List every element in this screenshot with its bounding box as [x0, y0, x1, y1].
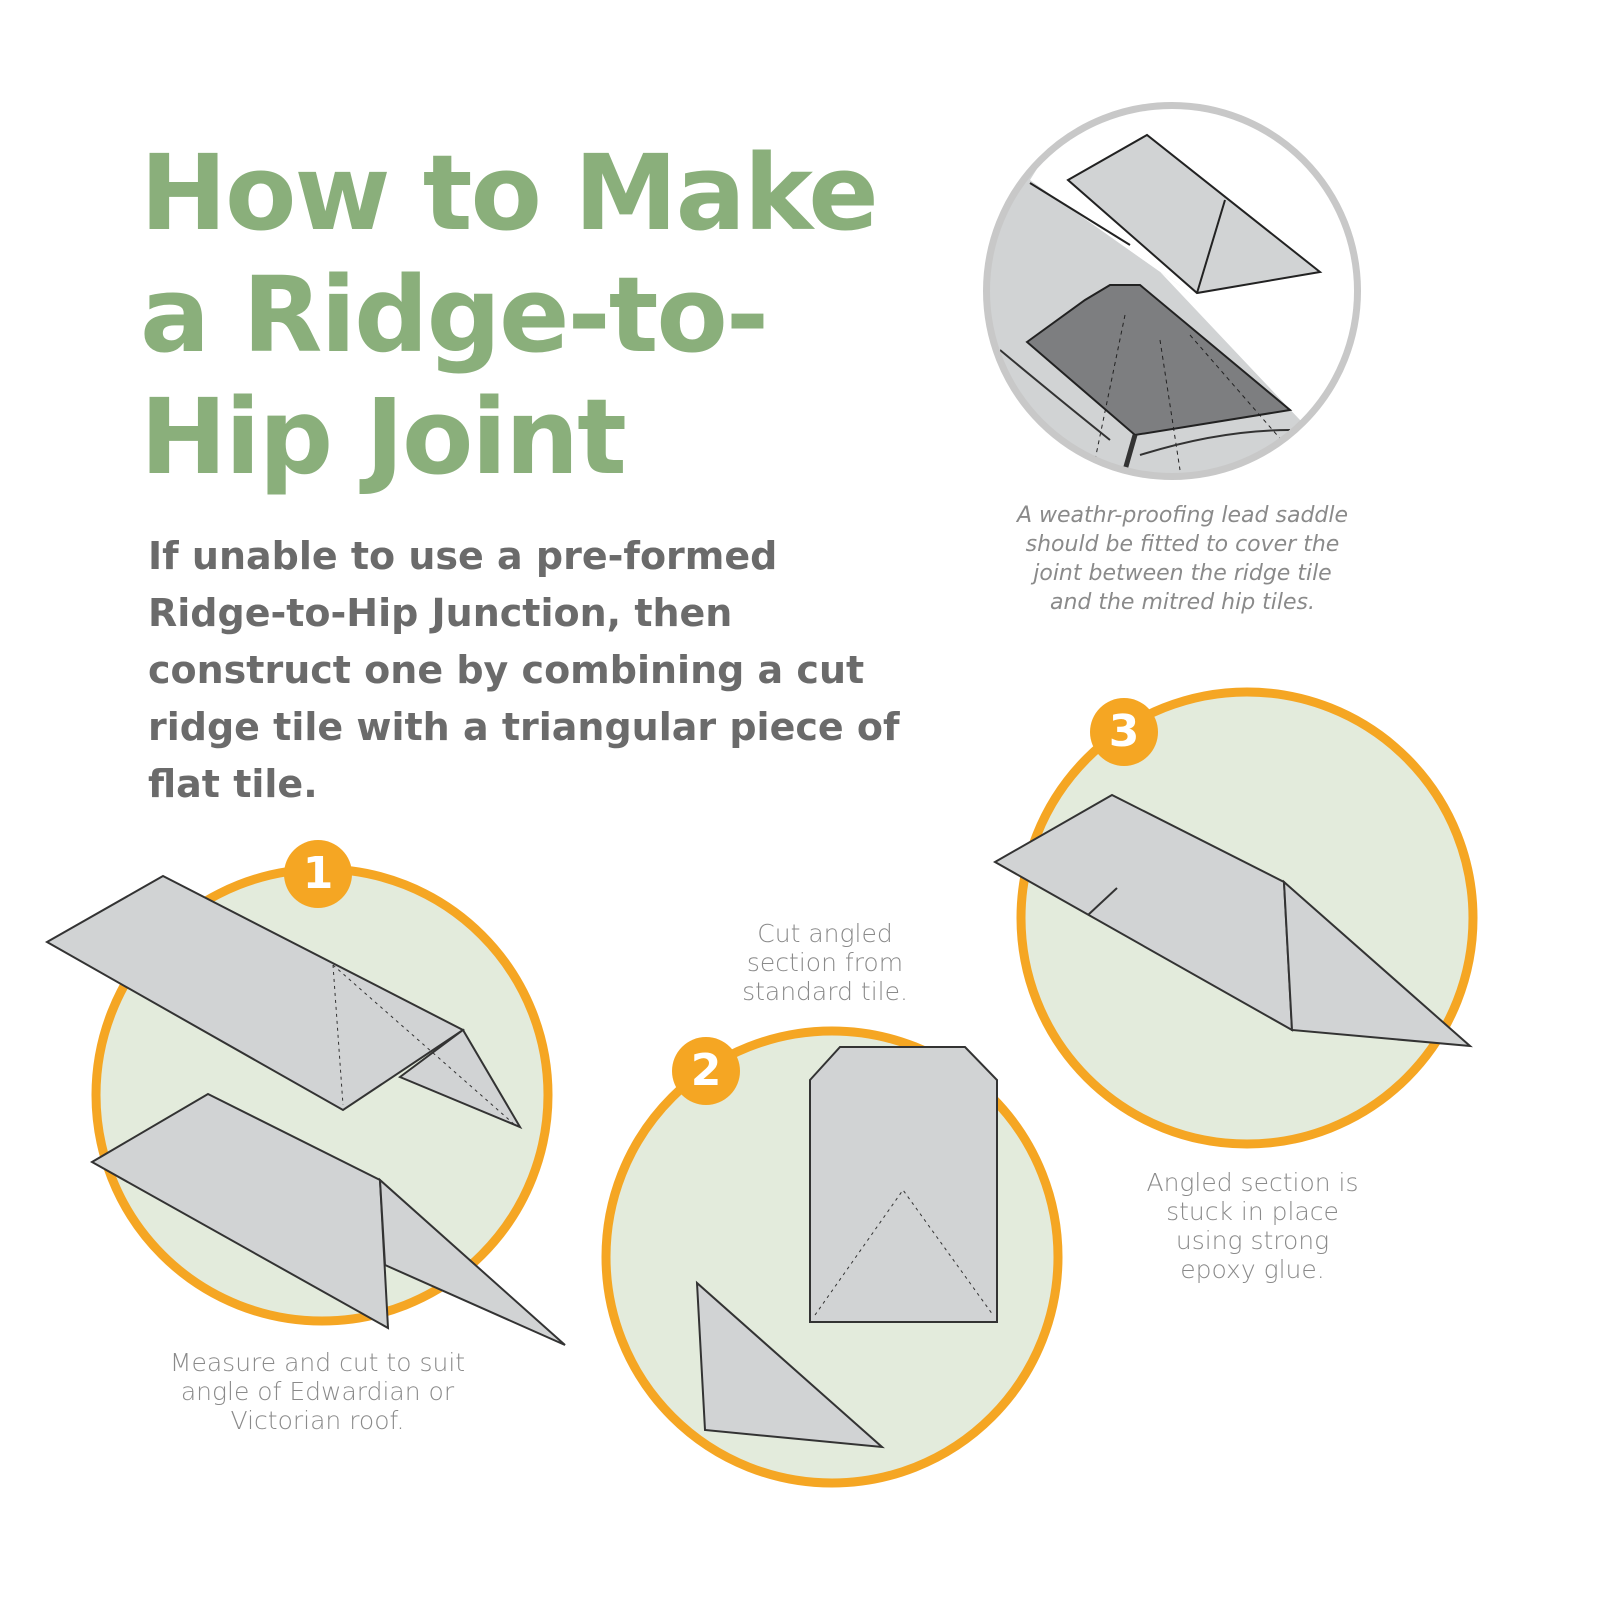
step-2-caption: Cut angled section from standard tile.	[742, 919, 908, 1006]
step-3-caption: Angled section is stuck in place using s…	[1146, 1168, 1359, 1284]
step-3-illustration	[992, 687, 1478, 1149]
step-3-badge: 3	[1090, 698, 1158, 766]
step-1-caption: Measure and cut to suit angle of Edwardi…	[169, 1348, 466, 1435]
step-1-badge: 1	[284, 840, 352, 908]
step-2-badge: 2	[672, 1037, 740, 1105]
step-1-illustration	[44, 864, 566, 1346]
lead-saddle-caption: A weathr-proofing lead saddle should be …	[1016, 503, 1349, 615]
page-title: How to Make a Ridge-to-Hip Joint	[140, 132, 879, 498]
lead-saddle-illustration	[983, 102, 1361, 480]
step-2-illustration	[601, 1026, 1063, 1488]
intro-text: If unable to use a pre-formed Ridge-to-H…	[148, 534, 900, 806]
